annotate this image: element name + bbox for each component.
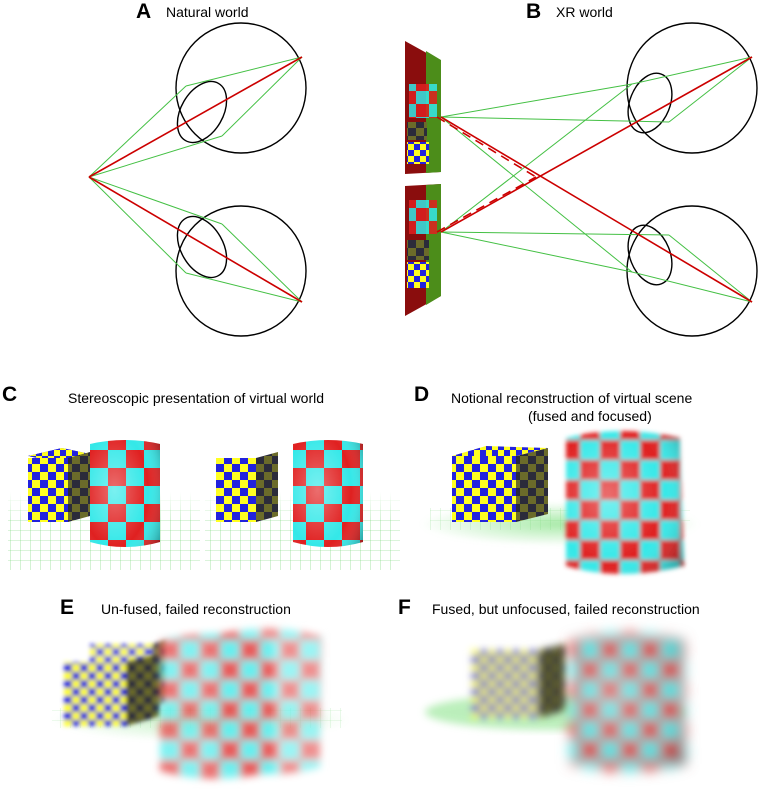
panel-b-diagram: [405, 22, 758, 337]
f-cube: [472, 644, 566, 718]
panel-a-diagram: [88, 22, 307, 337]
panel-a-letter: A: [136, 0, 152, 23]
panel-e-scene: [50, 628, 350, 780]
panel-e-title: Un-fused, failed reconstruction: [101, 601, 291, 617]
left-cylinder: [90, 440, 160, 547]
panel-d-scene: [420, 431, 700, 574]
d-cylinder: [566, 431, 684, 574]
panel-c-stereo-right: [205, 440, 400, 570]
upper-eyeball: [175, 22, 307, 154]
panel-f-scene: [425, 633, 686, 771]
panel-c-stereo-left: [8, 440, 200, 570]
panel-f-title: Fused, but unfocused, failed reconstruct…: [432, 601, 700, 617]
f-cylinder: [570, 633, 686, 771]
panel-a-title: Natural world: [166, 4, 249, 20]
xr-upper-lens: [627, 72, 673, 134]
natural-green-rays: [88, 56, 303, 303]
panel-b-title: XR world: [556, 4, 613, 20]
natural-red-rays: [88, 56, 303, 303]
xr-upper-eyeball: [626, 22, 758, 154]
xr-red-rays: [436, 56, 753, 303]
right-cylinder: [293, 440, 363, 547]
panel-b-letter: B: [526, 0, 542, 23]
left-cube: [28, 458, 68, 522]
panel-c-letter: C: [2, 383, 18, 406]
xr-green-rays: [440, 56, 753, 303]
e-cylinder-double: [160, 628, 322, 780]
panel-d-letter: D: [414, 383, 430, 406]
right-cube: [216, 458, 256, 522]
panel-d-title-line1: Notional reconstruction of virtual scene: [451, 390, 693, 406]
upper-display: [405, 41, 441, 174]
lower-display: [405, 184, 441, 316]
panel-f-letter: F: [398, 596, 411, 619]
d-cube: [452, 456, 516, 522]
lower-eyeball: [175, 205, 307, 337]
panel-e-letter: E: [60, 596, 75, 619]
panel-c-title: Stereoscopic presentation of virtual wor…: [68, 390, 325, 406]
e-cube: [64, 654, 160, 726]
lower-lens: [176, 215, 228, 279]
xr-lower-lens: [627, 224, 673, 286]
panel-d-title-line2: (fused and focused): [528, 408, 652, 424]
upper-lens: [176, 80, 228, 144]
